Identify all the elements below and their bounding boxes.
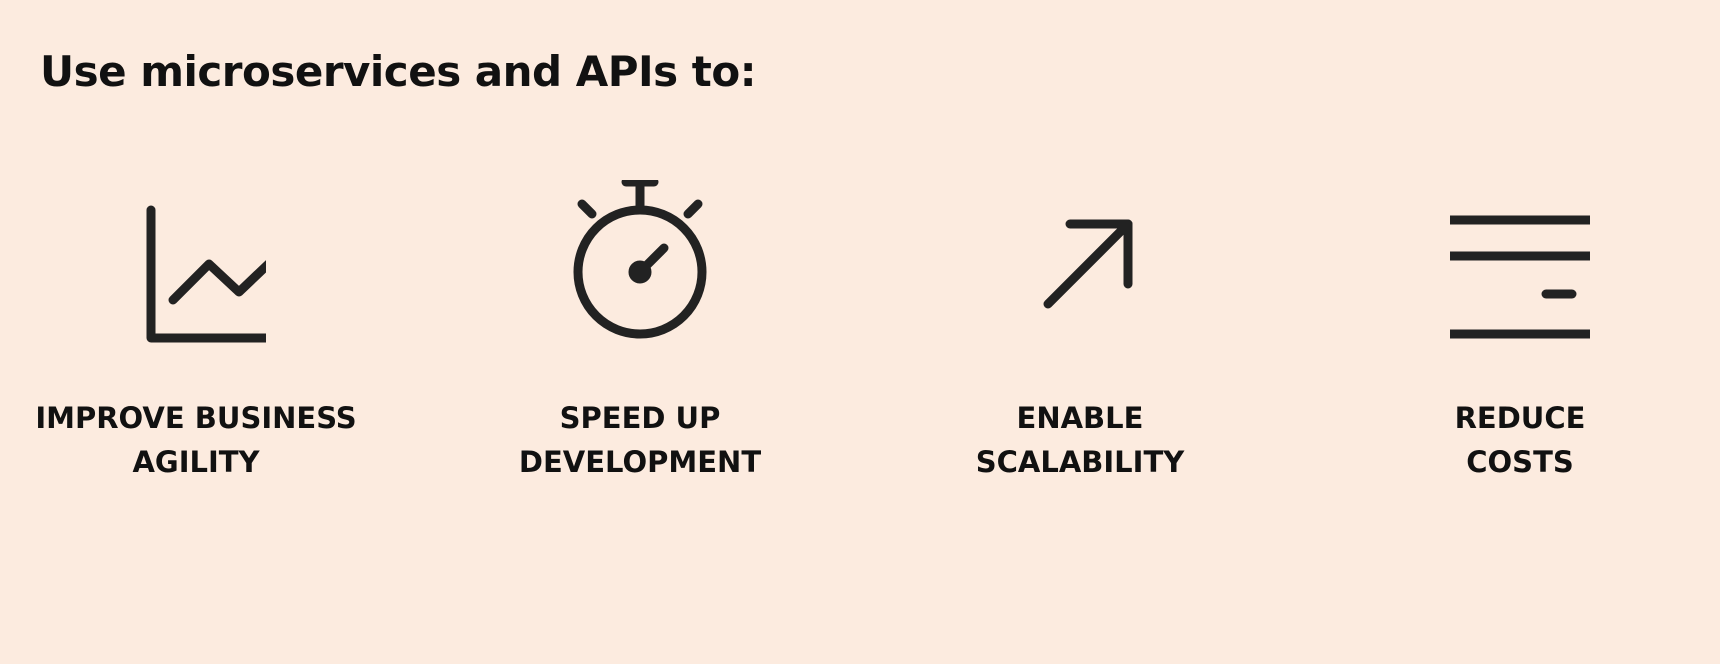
benefit-reduce-costs: REDUCE COSTS: [1330, 180, 1710, 484]
benefit-label-line2: DEVELOPMENT: [518, 445, 762, 479]
benefit-speed-up-development: SPEED UP DEVELOPMENT: [450, 180, 830, 484]
arrow-up-right-icon: [1010, 180, 1150, 350]
benefit-label-line2: SCALABILITY: [975, 445, 1185, 479]
benefit-label-line1: ENABLE: [1016, 401, 1144, 435]
benefit-label-line2: AGILITY: [132, 445, 260, 479]
benefit-improve-agility: IMPROVE BUSINESS AGILITY: [6, 180, 386, 484]
benefit-label-line2: COSTS: [1466, 445, 1574, 479]
benefit-enable-scalability: ENABLE SCALABILITY: [890, 180, 1270, 484]
benefit-label-line1: SPEED UP: [559, 401, 721, 435]
page-title: Use microservices and APIs to:: [40, 47, 757, 96]
stopwatch-icon: [570, 180, 710, 350]
credit-card-icon: [1450, 180, 1590, 350]
benefit-label-line1: IMPROVE BUSINESS: [35, 401, 357, 435]
line-chart-icon: [126, 180, 266, 350]
benefit-label-line1: REDUCE: [1454, 401, 1586, 435]
